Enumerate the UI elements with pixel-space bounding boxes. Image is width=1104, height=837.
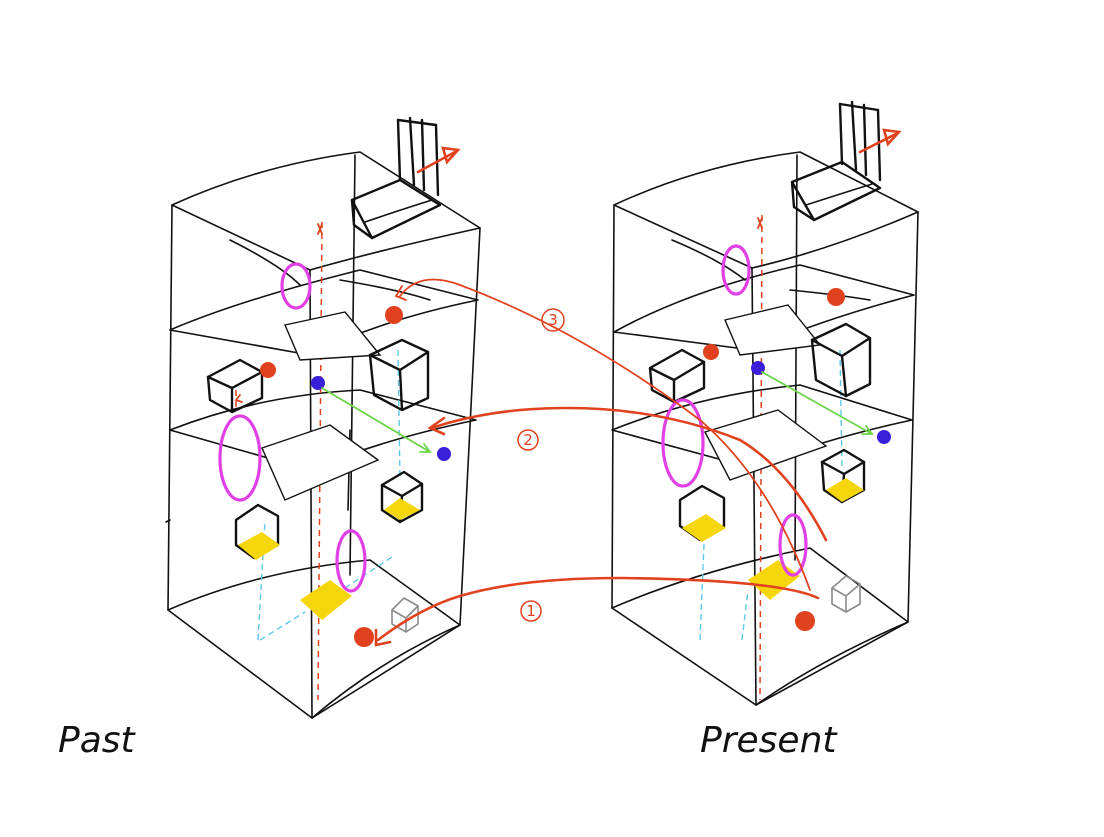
present-ghost-cube [831,575,861,613]
connection-1-badge [520,600,542,622]
present-floor-sheet-lower [703,409,828,481]
present-blue-marker-2 [877,430,891,444]
present-red-marker-2 [703,344,719,360]
present-floor-marker [748,560,800,600]
connection-1-number: 1 [526,602,536,620]
past-red-marker-3 [354,627,374,647]
past-blue-marker-1 [311,376,325,390]
past-highlight-ring-middle [218,414,262,502]
connection-2: 2 [427,406,828,542]
present-cube-lower-left [678,484,726,542]
past-motion-arrow [321,387,432,453]
past-exit-arrow [416,150,457,174]
present-cube-left [648,348,706,404]
present-highlight-ring-top [721,244,751,296]
past-floor-sheet-lower [261,424,380,501]
present-cube-middle [820,448,866,504]
past-cube-right [368,338,430,412]
past-blue-marker-2 [437,447,451,461]
past-cube-middle [380,470,424,524]
past-label: Past [58,720,137,761]
present-red-marker-1 [827,288,845,306]
present-exit-chute [790,100,882,222]
past-cube-left [206,358,264,414]
connection-2-badge [517,429,539,451]
present-tower [611,100,919,706]
past-floor-marker [300,580,352,620]
past-highlight-ring-top [280,262,312,310]
connection-3-badge [541,308,565,332]
present-red-marker-3 [795,611,815,631]
past-exit-chute [350,116,442,240]
present-motion-arrow [761,371,874,435]
past-red-marker-1 [385,306,403,324]
present-label: Present [700,720,838,761]
present-highlight-ring-middle [661,398,705,488]
past-tower [165,116,481,719]
past-floor-sheet-upper [284,311,382,361]
past-highlight-ring-bottom [335,529,367,593]
present-exit-arrow [858,132,898,154]
connection-3: 3 [394,278,811,591]
past-cube-lower-left [234,503,280,560]
present-cube-right [810,322,872,398]
present-highlight-ring-bottom [778,513,808,577]
past-red-marker-2 [260,362,276,378]
present-floor-sheet-upper [724,304,822,356]
connection-1: 1 [374,576,820,647]
connection-2-number: 2 [523,431,533,449]
connection-3-number: 3 [548,311,558,329]
